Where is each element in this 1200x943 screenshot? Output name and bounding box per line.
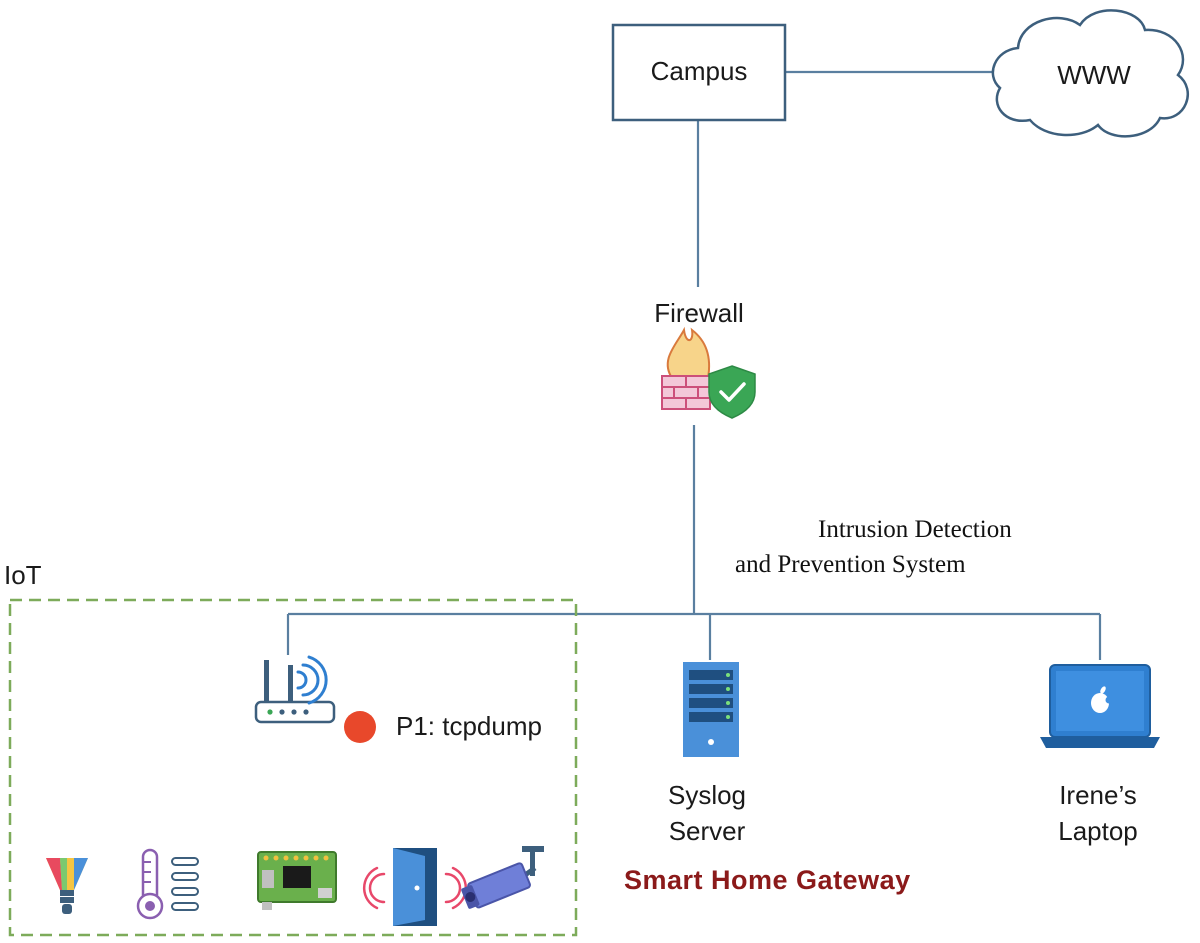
firewall-icon: [661, 326, 756, 419]
circuit-board-icon: [257, 851, 337, 910]
ids-label-line1: Intrusion Detection: [818, 516, 1012, 543]
campus-label: Campus: [650, 56, 748, 86]
server-icon: [683, 662, 739, 757]
shield-check-icon: [708, 365, 756, 419]
firewall-label: Firewall: [654, 298, 744, 328]
laptop-icon: [1040, 664, 1160, 748]
gateway-label: Smart Home Gateway: [624, 865, 911, 895]
apple-logo-icon: [1091, 686, 1113, 713]
smart-bulb-icon: [46, 858, 88, 914]
cloud-icon: [991, 9, 1189, 138]
ids-label-line2: and Prevention System: [735, 551, 966, 578]
thermostat-icon: [136, 848, 199, 920]
wifi-router-icon: [254, 655, 336, 724]
tcpdump-label: P1: tcpdump: [396, 711, 542, 741]
iot-region: [8, 598, 578, 937]
door-sensor-icon: [362, 848, 468, 926]
laptop-label-line1: Irene’s: [1059, 780, 1137, 810]
laptop-label-line2: Laptop: [1058, 816, 1138, 846]
www-label: WWW: [1057, 60, 1131, 90]
syslog-label-line2: Server: [668, 816, 746, 846]
security-camera-icon: [461, 846, 544, 909]
capture-point-icon: [344, 711, 376, 743]
connection-lines: [286, 70, 1102, 660]
iot-label: IoT: [4, 560, 42, 590]
campus-box: [611, 23, 787, 122]
syslog-label-line1: Syslog: [667, 780, 747, 810]
